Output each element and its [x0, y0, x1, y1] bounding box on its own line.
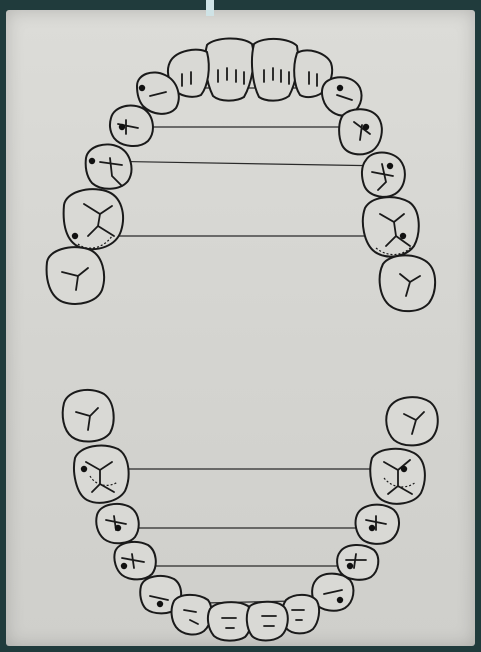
upper-dot-premolar2-left [89, 158, 95, 164]
lower-dot-canine-left [157, 601, 163, 607]
upper-dot-premolar1-left [119, 124, 125, 130]
upper-central-incisor-left [205, 38, 253, 100]
lower-arch [63, 390, 438, 641]
lower-central-incisor-right [247, 602, 288, 641]
upper-molar-dashed-contour [78, 236, 412, 255]
lower-dot-premolar1-left [121, 563, 127, 569]
lower-second-molar-right [386, 397, 437, 445]
lower-dot-canine-right [337, 597, 343, 603]
upper-second-premolar-left [86, 144, 132, 188]
upper-dot-canine-left [139, 85, 145, 91]
lower-first-molar-left [74, 446, 129, 503]
upper-dot-molar-right [400, 233, 406, 239]
lower-second-premolar-left [96, 504, 138, 543]
upper-first-molar-left [64, 189, 123, 249]
lower-lateral-incisor-left [172, 595, 212, 635]
lower-molar-dashed-contour [90, 476, 416, 487]
lower-dot-premolar2-left [115, 525, 121, 531]
upper-dot-molar-left [72, 233, 78, 239]
lower-dot-molar-right [401, 466, 407, 472]
upper-second-molar-right [380, 255, 436, 311]
upper-dot-canine-right [337, 85, 343, 91]
upper-arch [47, 38, 436, 311]
upper-central-incisor-right [252, 39, 298, 101]
lower-dot-molar-left [81, 466, 87, 472]
upper-connector-line-3 [92, 161, 390, 166]
lower-dot-premolar1-right [347, 563, 353, 569]
upper-dot-premolar1-right [363, 124, 369, 130]
upper-dot-premolar2-right [387, 163, 393, 169]
lower-dot-premolar2-right [369, 525, 375, 531]
lower-first-premolar-right [337, 545, 378, 580]
lower-central-incisor-left [208, 602, 252, 640]
lower-second-premolar-right [356, 505, 399, 544]
